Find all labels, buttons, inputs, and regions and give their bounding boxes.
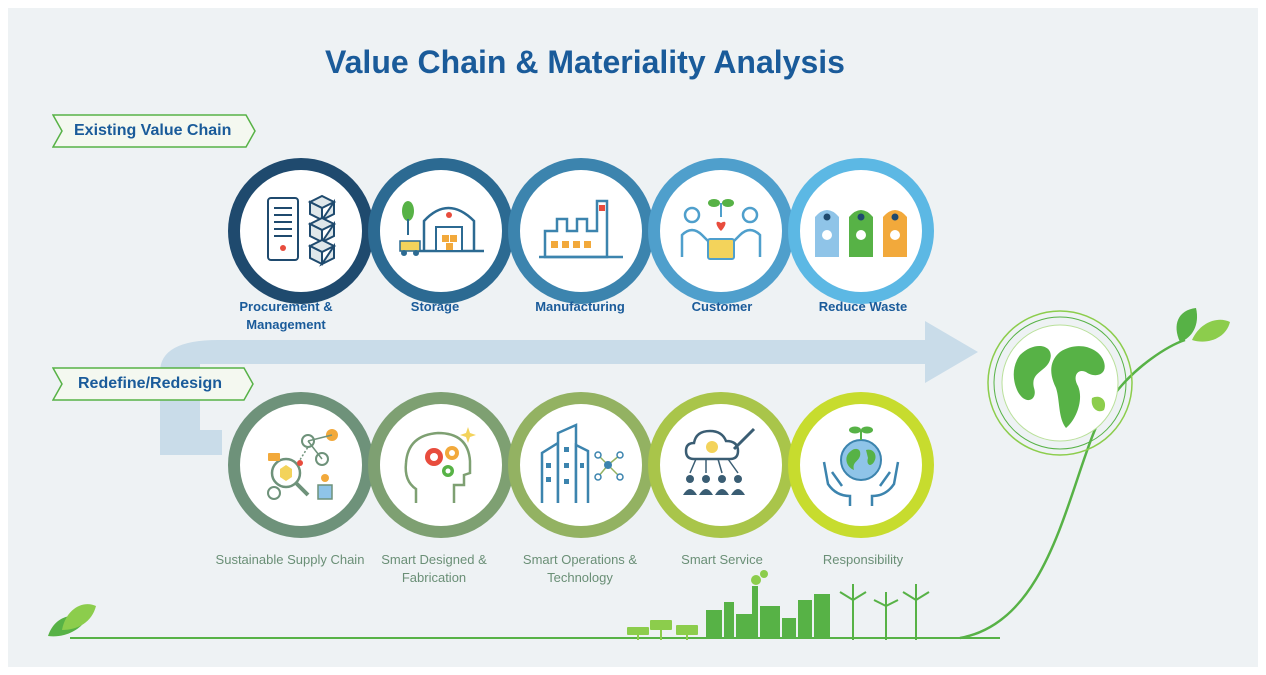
globe-hands-icon [822, 426, 900, 506]
step-label: Sustainable Supply Chain [215, 552, 365, 567]
step-smart-operations [508, 392, 654, 538]
tag-label: Redefine/Redesign [78, 375, 223, 392]
step-smart-designed [368, 392, 514, 538]
solar-panels-icon [627, 620, 698, 640]
step-reduce-waste [788, 158, 934, 304]
brain-gears-icon [404, 427, 476, 503]
smart-building-icon [540, 423, 624, 503]
tag-existing-value-chain: Existing Value Chain [52, 114, 256, 148]
step-label: Reduce Waste [818, 299, 908, 314]
leaves-left-icon [48, 604, 96, 637]
step-storage [368, 158, 514, 304]
flow-arrow [160, 321, 978, 455]
step-label: Customer [691, 299, 753, 314]
wind-turbines-icon [839, 584, 930, 640]
leaves-right-icon [1176, 308, 1230, 342]
step-manufacturing [508, 158, 654, 304]
page-title: Value Chain & Materiality Analysis [325, 44, 845, 80]
step-label: Manufacturing [535, 299, 625, 314]
step-customer [648, 158, 794, 304]
customer-icon [680, 199, 762, 260]
tag-redefine-redesign: Redefine/Redesign [52, 367, 254, 401]
step-label: Smart Designed & Fabrication [381, 552, 487, 585]
supply-chain-icon [267, 429, 338, 500]
step-responsibility [788, 392, 934, 538]
tag-shape [52, 114, 256, 148]
green-city-icon [706, 570, 830, 638]
recycle-bins-icon [815, 210, 907, 257]
factory-icon [539, 199, 623, 259]
step-procurement [228, 158, 374, 304]
server-database-icon [267, 194, 337, 267]
step-label: Smart Service [681, 552, 763, 567]
step-label: Storage [410, 299, 460, 314]
tag-shape [52, 367, 254, 401]
step-label: Responsibility [822, 552, 904, 567]
cloud-service-icon [683, 427, 756, 495]
tag-label: Existing Value Chain [74, 122, 232, 139]
globe-icon [987, 310, 1133, 456]
step-smart-service [648, 392, 794, 538]
step-label: Procurement & Management [239, 299, 333, 332]
step-sustainable-supply-chain [228, 392, 374, 538]
warehouse-icon [399, 201, 484, 256]
step-label: Smart Operations & Technology [522, 552, 638, 585]
